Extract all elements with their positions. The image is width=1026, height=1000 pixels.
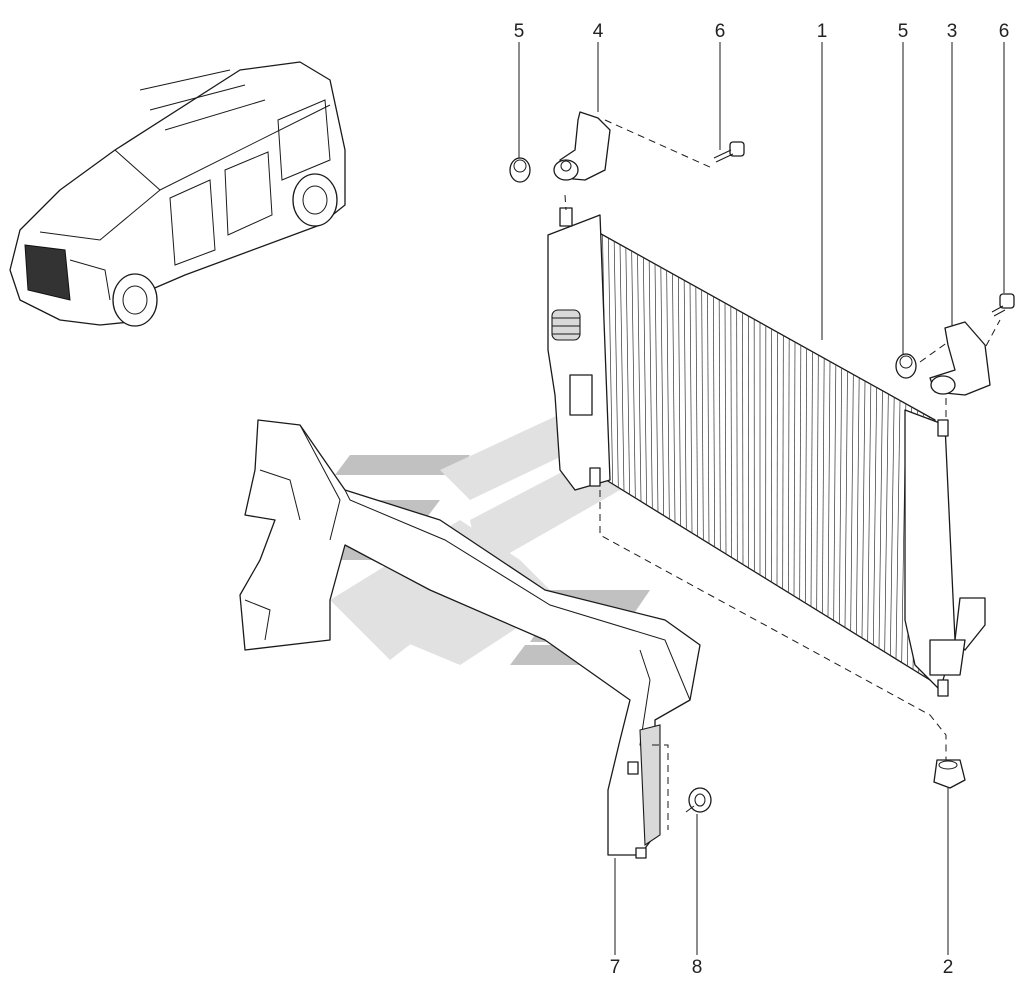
callout-4: 4: [593, 21, 604, 42]
callout-8: 8: [692, 957, 703, 978]
callout-5-left: 5: [514, 21, 525, 42]
callout-6-left: 6: [715, 21, 726, 42]
bolt-upper-right: [992, 294, 1014, 316]
vehicle-illustration: [10, 62, 345, 326]
mounting-bracket-right: [930, 322, 990, 395]
rubber-bush-upper-right: [896, 354, 916, 378]
lower-rubber-support: [934, 760, 965, 788]
callout-3: 3: [947, 21, 958, 42]
callout-6-right: 6: [999, 21, 1010, 42]
mounting-bracket-left: [554, 112, 610, 180]
rubber-bush-upper-left: [510, 158, 530, 182]
fastening-clip: [686, 788, 711, 812]
callout-1: 1: [817, 21, 828, 42]
callout-7: 7: [610, 957, 621, 978]
callout-2: 2: [943, 957, 954, 978]
bolt-upper-left: [714, 142, 744, 162]
callout-5-right: 5: [898, 21, 909, 42]
